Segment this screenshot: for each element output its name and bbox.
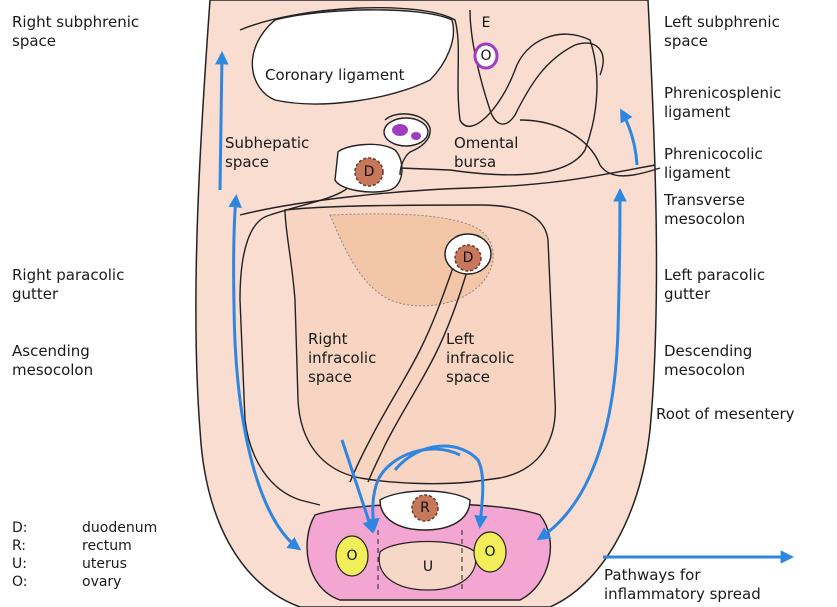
label-phrenicosplenic-ligament: Phrenicosplenic ligament (664, 84, 781, 122)
glyph-R: R (415, 501, 435, 515)
legend-meaning-d: duodenum (82, 520, 157, 537)
glyph-O-right: O (480, 545, 500, 559)
legend-meaning-o: ovary (82, 574, 121, 591)
glyph-U: U (418, 560, 438, 574)
label-descending-mesocolon: Descending mesocolon (664, 342, 752, 380)
label-right-infracolic-space: Right infracolic space (308, 330, 376, 387)
glyph-D-upper: D (359, 165, 379, 179)
legend-meaning-u: uterus (82, 556, 127, 573)
label-root-of-mesentery: Root of mesentery (656, 405, 795, 424)
legend-code-d: D: (12, 520, 28, 537)
label-transverse-mesocolon: Transverse mesocolon (664, 191, 745, 229)
glyph-O-left: O (342, 549, 362, 563)
legend-code-o: O: (12, 574, 28, 591)
arrow-right-subphrenic (220, 55, 222, 190)
label-left-paracolic-gutter: Left paracolic gutter (664, 266, 765, 304)
label-right-paracolic-gutter: Right paracolic gutter (12, 266, 124, 304)
label-coronary-ligament: Coronary ligament (265, 66, 404, 85)
label-phrenicocolic-ligament: Phrenicocolic ligament (664, 145, 763, 183)
glyph-D-lower: D (458, 251, 478, 265)
label-subhepatic-space: Subhepatic space (225, 134, 309, 172)
glyph-E: E (476, 16, 496, 30)
label-omental-bursa: Omental bursa (454, 134, 518, 172)
label-pathways-legend: Pathways for inflammatory spread (604, 566, 761, 604)
legend-meaning-r: rectum (82, 538, 132, 555)
legend-code-r: R: (12, 538, 26, 555)
legend-code-u: U: (12, 556, 27, 573)
purple-vessel-a (392, 124, 408, 136)
purple-vessel-b (411, 132, 421, 140)
label-ascending-mesocolon: Ascending mesocolon (12, 342, 93, 380)
label-right-subphrenic-space: Right subphrenic space (12, 13, 139, 51)
label-left-subphrenic-space: Left subphrenic space (664, 13, 780, 51)
label-left-infracolic-space: Left infracolic space (446, 330, 514, 387)
glyph-O-esophagus: O (476, 49, 496, 63)
